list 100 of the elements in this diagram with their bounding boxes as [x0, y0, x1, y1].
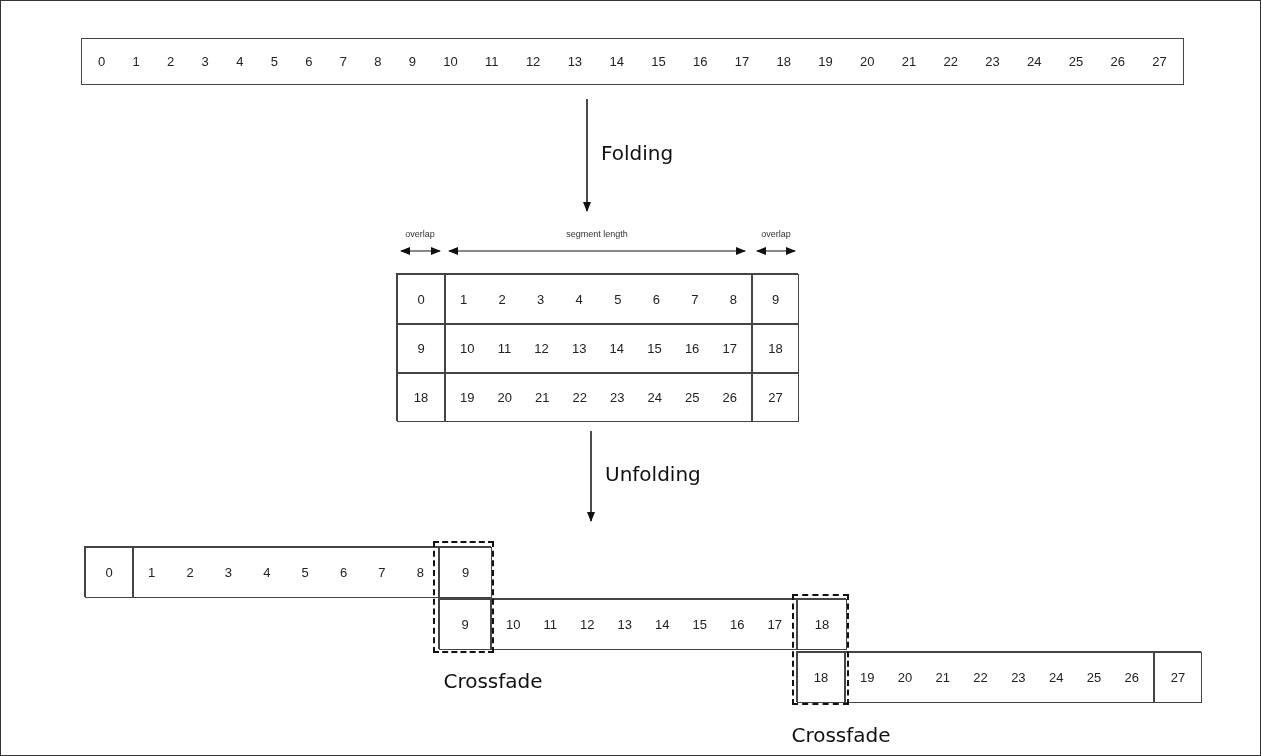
number-label: 14 [655, 617, 670, 632]
number-label: 1 [132, 54, 140, 69]
number-label: 2 [186, 565, 194, 580]
number-label: 13 [617, 617, 632, 632]
number-label: 26 [1124, 670, 1139, 685]
number-label: 20 [860, 54, 875, 69]
number-label: 19 [818, 54, 833, 69]
number-label: 23 [985, 54, 1000, 69]
number-label: 17 [767, 617, 782, 632]
table-cell [439, 599, 491, 650]
number-label: 6 [339, 565, 348, 580]
number-label: 20 [497, 390, 512, 405]
number-label: 23 [1011, 670, 1026, 685]
number-label: 17 [734, 54, 750, 69]
number-label: 26 [1110, 54, 1126, 69]
array-strip [84, 546, 491, 597]
number-label: 24 [647, 390, 662, 405]
number-label: 11 [497, 341, 512, 356]
table-cell [491, 599, 797, 650]
number-label: 0 [98, 54, 106, 69]
number-label: 3 [201, 54, 209, 69]
number-label: 4 [263, 565, 271, 580]
number-label: 20 [897, 670, 913, 685]
number-label: 10 [443, 54, 458, 69]
number-label: 25 [1086, 670, 1102, 685]
number-label: 26 [722, 390, 737, 405]
table-cell [445, 324, 752, 373]
number-label: 15 [692, 617, 707, 632]
number-label: 9 [408, 54, 416, 69]
folded-table [396, 273, 798, 421]
number-label: 3 [224, 565, 232, 580]
table-cell [752, 274, 799, 324]
number-label: 21 [535, 390, 550, 405]
number-label: 15 [651, 54, 666, 69]
table-cell [397, 373, 445, 422]
caption-label: Crossfade [791, 723, 891, 747]
table-cell [439, 547, 492, 598]
number-label: 7 [339, 54, 347, 69]
number-label: 16 [730, 617, 745, 632]
number-label: 11 [485, 54, 499, 69]
number-label: 3 [537, 291, 545, 307]
number-label: 6 [305, 54, 313, 69]
number-label: 27 [1152, 54, 1167, 69]
table-cell [752, 373, 799, 422]
number-label: 9 [461, 565, 470, 580]
number-label: 10 [460, 341, 475, 356]
number-label: 8 [729, 291, 737, 307]
number-label: 5 [270, 54, 278, 69]
number-label: 18 [413, 390, 429, 405]
number-label: 5 [301, 565, 309, 580]
number-label: 18 [768, 341, 783, 356]
number-label: 4 [236, 54, 244, 69]
number-label: 23 [610, 390, 625, 405]
number-label: 2 [167, 54, 175, 69]
number-label: 10 [506, 617, 521, 632]
array-strip [796, 651, 1201, 702]
number-label: 25 [1068, 54, 1084, 69]
number-label: 8 [416, 565, 424, 580]
caption-label: Crossfade [443, 669, 543, 693]
number-label: 16 [692, 54, 708, 69]
number-label: 14 [609, 341, 625, 356]
number-label: 12 [534, 341, 549, 356]
arrow [583, 98, 591, 212]
table-cell [752, 324, 799, 373]
number-label: 21 [935, 670, 951, 685]
number-label: 22 [973, 670, 988, 685]
dimension-label: segment length [566, 229, 628, 239]
edge-label: Unfolding [605, 462, 701, 486]
number-label: 16 [684, 341, 700, 356]
number-label: 1 [148, 565, 156, 580]
table-cell [445, 274, 752, 324]
number-label: 18 [776, 54, 791, 69]
number-label: 18 [814, 617, 830, 632]
number-label: 13 [567, 54, 583, 69]
table-cell [397, 274, 445, 324]
number-label: 9 [771, 291, 780, 307]
number-label: 12 [525, 54, 541, 69]
table-cell [797, 599, 847, 650]
number-label: 13 [571, 341, 587, 356]
array-strip [81, 38, 1184, 85]
number-label: 18 [813, 670, 829, 685]
number-label: 11 [543, 617, 557, 632]
table-cell [797, 652, 845, 703]
number-label: 6 [652, 291, 660, 307]
number-label: 4 [575, 291, 583, 307]
table-cell [397, 324, 445, 373]
number-label: 0 [417, 291, 425, 307]
number-label: 22 [943, 54, 958, 69]
dimension-label: overlap [405, 229, 435, 239]
number-label: 25 [685, 390, 700, 405]
number-label: 1 [460, 291, 468, 307]
number-label: 19 [460, 390, 475, 405]
array-strip [438, 598, 846, 649]
table-cell [133, 547, 439, 598]
edge-label: Folding [601, 141, 674, 165]
number-label: 5 [614, 291, 622, 307]
number-label: 9 [461, 617, 469, 632]
number-label: 19 [860, 670, 875, 685]
number-label: 21 [901, 54, 917, 69]
number-label: 14 [609, 54, 624, 69]
